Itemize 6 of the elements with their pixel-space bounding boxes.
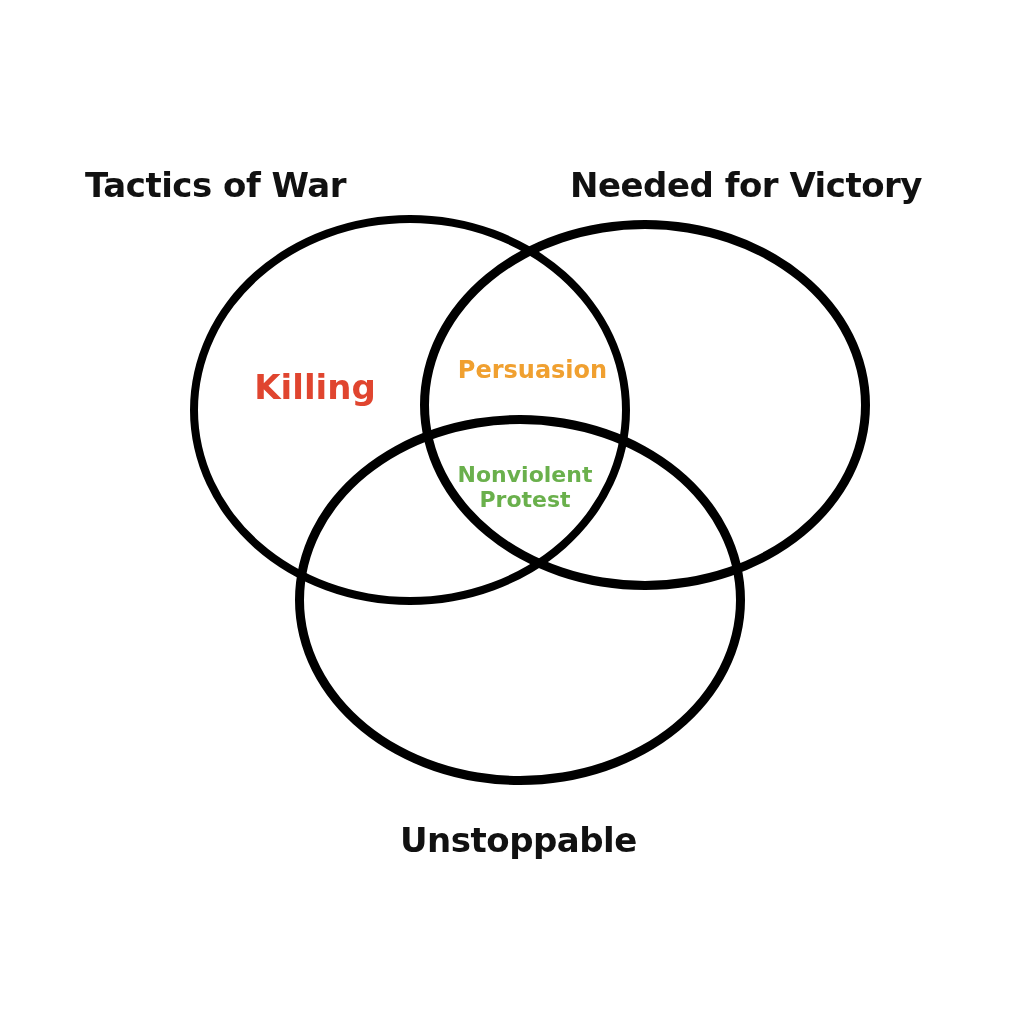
region-label: Nonviolent Protest: [456, 462, 594, 513]
region-label: Persuasion: [456, 357, 609, 385]
circle-heading: Needed for Victory: [570, 165, 922, 205]
circle-heading: Unstoppable: [400, 820, 637, 860]
circle-heading: Tactics of War: [85, 165, 347, 205]
region-label: Killing: [253, 368, 377, 408]
